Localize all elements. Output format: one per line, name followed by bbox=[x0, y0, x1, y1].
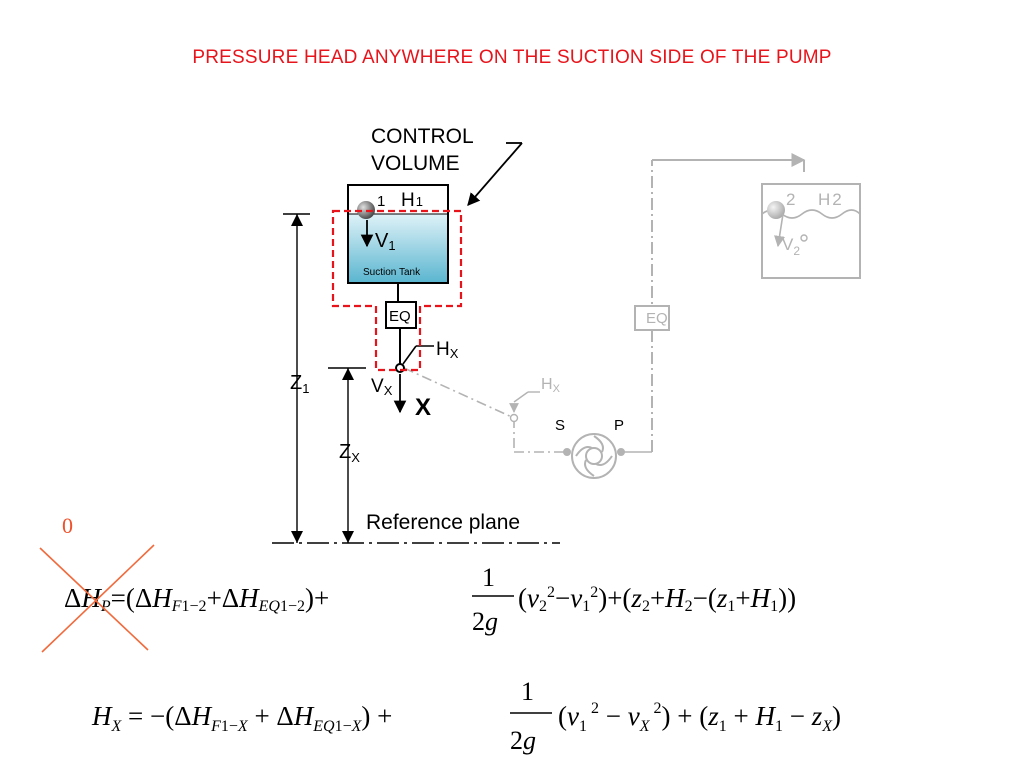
tank-water bbox=[349, 214, 447, 282]
v2-arrow bbox=[774, 213, 786, 248]
s-label: S bbox=[555, 417, 565, 434]
control-label-line2: VOLUME bbox=[371, 152, 460, 175]
zx-label: ZX bbox=[339, 441, 360, 465]
discharge-system bbox=[403, 153, 861, 479]
zero-mark: 0 bbox=[62, 513, 73, 538]
svg-text:2g: 2g bbox=[510, 726, 536, 755]
equation-hx: HX = −(ΔHF1−X + ΔHEQ1−X) + 1 2g (v12 − v… bbox=[91, 677, 841, 755]
svg-text:(v12 − vX2) + (z1 + H1 − zX): (v12 − vX2) + (z1 + H1 − zX) bbox=[558, 700, 841, 735]
x-label: X bbox=[415, 394, 431, 421]
svg-text:ΔHP=(ΔHF1−2+ΔHEQ1−2)+: ΔHP=(ΔHF1−2+ΔHEQ1−2)+ bbox=[64, 583, 329, 615]
suction-system bbox=[272, 142, 560, 544]
control-volume-arrow bbox=[467, 142, 523, 206]
point-2-icon bbox=[767, 201, 785, 219]
equation-pump-head: ΔHP=(ΔHF1−2+ΔHEQ1−2)+ 1 2g (v22−v12)+(z2… bbox=[64, 563, 796, 636]
hx-label: HX bbox=[436, 339, 459, 361]
slide-title: PRESSURE HEAD ANYWHERE ON THE SUCTION SI… bbox=[192, 47, 832, 68]
svg-text:HX = −(ΔHF1−X + ΔHEQ1−X) +: HX = −(ΔHF1−X + ΔHEQ1−X) + bbox=[91, 701, 392, 735]
svg-text:2g: 2g bbox=[472, 607, 498, 636]
grey-point-x bbox=[509, 413, 519, 423]
suction-tank-label: Suction Tank bbox=[363, 267, 421, 278]
z1-label: Z1 bbox=[290, 372, 309, 396]
vx-label: VX bbox=[371, 376, 393, 398]
pump-icon bbox=[571, 433, 617, 479]
eq-label: EQ bbox=[389, 308, 411, 325]
reference-plane-label: Reference plane bbox=[366, 511, 520, 534]
svg-text:1: 1 bbox=[482, 563, 495, 592]
pump-discharge-point bbox=[617, 448, 625, 456]
v1-label: V1 bbox=[375, 230, 396, 253]
pump-suction-point bbox=[563, 448, 571, 456]
control-label-line1: CONTROL bbox=[371, 125, 474, 148]
grey-eq-label: EQ bbox=[646, 310, 668, 327]
point-2-label: 2 bbox=[786, 190, 795, 209]
suction-pipe-line bbox=[403, 367, 515, 419]
discharge-tank bbox=[761, 183, 861, 279]
v2-label: V2 bbox=[782, 235, 800, 258]
grey-hx-label: HX bbox=[541, 376, 561, 395]
control-volume-boundary bbox=[331, 209, 463, 372]
cross-out-mark bbox=[39, 544, 155, 653]
svg-text:1: 1 bbox=[521, 677, 534, 706]
point-1-label: 1 bbox=[377, 193, 385, 210]
h1-label: H1 bbox=[401, 190, 423, 211]
grey-eq-box bbox=[634, 305, 670, 331]
svg-text:(v22−v12)+(z2+H2−(z1+H1)): (v22−v12)+(z2+H2−(z1+H1)) bbox=[518, 583, 796, 615]
p-label: P bbox=[614, 417, 624, 434]
